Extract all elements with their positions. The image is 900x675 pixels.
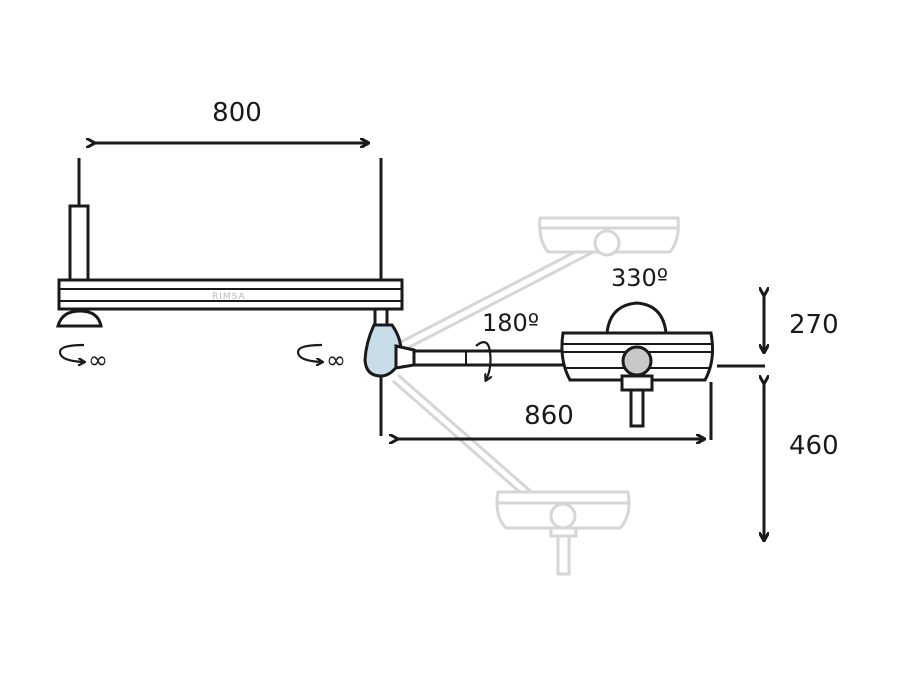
ceiling-rotation-label: ∞ (88, 346, 108, 374)
dimension-label-460: 460 (789, 431, 839, 461)
dimension-label-800: 800 (212, 98, 262, 128)
ghost-position-upper (394, 216, 680, 354)
arm-rotation-label: 180º (482, 309, 539, 337)
ghost-position-lower (392, 373, 631, 576)
arm-rotation-indicator: 180º (475, 309, 539, 380)
lamp-dome (605, 301, 668, 335)
curved-arrow-icon (475, 341, 491, 380)
head-rotation-label: 330º (611, 264, 668, 292)
curved-arrow-icon (296, 343, 322, 362)
ceiling-cap (56, 309, 103, 328)
lamp-knob (621, 345, 653, 377)
arm-connector (394, 344, 416, 370)
joint-rotation-label: ∞ (326, 346, 346, 374)
brand-mark: RIMSA (212, 292, 246, 302)
ceiling-mount (68, 158, 90, 282)
ceiling-rotation-indicator: ∞ (58, 343, 108, 374)
dimension-label-860: 860 (524, 401, 574, 431)
curved-arrow-icon (58, 343, 84, 362)
dimension-label-270: 270 (789, 310, 839, 340)
joint-rotation-indicator: ∞ (296, 343, 346, 374)
joint-stem (373, 307, 389, 327)
horizontal-bar (57, 278, 404, 311)
lamp-handle (620, 374, 654, 428)
